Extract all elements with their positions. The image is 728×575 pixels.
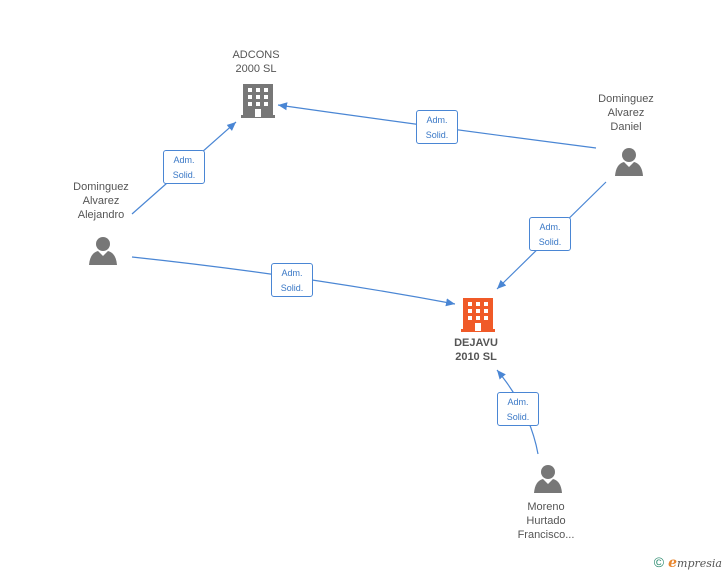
copyright-icon: ©	[653, 554, 665, 570]
building-icon	[461, 298, 495, 332]
person-name-line: Dominguez	[73, 181, 129, 193]
person-label-daniel[interactable]: Dominguez Alvarez Daniel	[586, 92, 666, 134]
person-name-line: Daniel	[610, 121, 642, 133]
role-badge-line: Solid.	[506, 412, 530, 422]
role-badge-alejandro-adcons[interactable]: Adm. Solid.	[163, 150, 205, 184]
role-badge-line: Solid.	[538, 237, 562, 247]
person-name-line: Dominguez	[598, 93, 654, 105]
role-badge-line: Solid.	[172, 170, 196, 180]
role-badge-line: Adm.	[539, 222, 561, 232]
person-name-line: Alvarez	[82, 195, 120, 207]
company-name-line: ADCONS	[232, 49, 280, 61]
building-icon	[241, 84, 275, 118]
role-badge-line: Adm.	[426, 115, 448, 125]
person-name-line: Moreno	[527, 501, 565, 513]
person-name-line: Alejandro	[77, 209, 125, 221]
person-name-line: Alvarez	[607, 107, 645, 119]
person-icon	[89, 237, 117, 265]
role-badge-daniel-adcons[interactable]: Adm. Solid.	[416, 110, 458, 144]
role-badge-line: Solid.	[425, 130, 449, 140]
person-name-line: Francisco...	[517, 529, 575, 541]
role-badge-line: Solid.	[280, 283, 304, 293]
role-badge-moreno-dejavu[interactable]: Adm. Solid.	[497, 392, 539, 426]
role-badge-line: Adm.	[173, 155, 195, 165]
brand-footer: ©empresia	[654, 554, 722, 571]
role-badge-alejandro-dejavu[interactable]: Adm. Solid.	[271, 263, 313, 297]
person-name-line: Hurtado	[526, 515, 566, 527]
company-name-line: DEJAVU	[454, 337, 498, 349]
brand-logo: empresia	[668, 555, 722, 571]
role-badge-line: Adm.	[507, 397, 529, 407]
company-name-line: 2000 SL	[235, 63, 277, 75]
person-label-moreno[interactable]: Moreno Hurtado Francisco...	[506, 500, 586, 542]
role-badge-line: Adm.	[281, 268, 303, 278]
person-icon	[534, 465, 562, 493]
company-label-dejavu[interactable]: DEJAVU 2010 SL	[446, 336, 506, 364]
person-label-alejandro[interactable]: Dominguez Alvarez Alejandro	[61, 180, 141, 222]
person-icon	[615, 148, 643, 176]
company-label-adcons[interactable]: ADCONS 2000 SL	[226, 48, 286, 76]
company-name-line: 2010 SL	[455, 351, 497, 363]
role-badge-daniel-dejavu[interactable]: Adm. Solid.	[529, 217, 571, 251]
